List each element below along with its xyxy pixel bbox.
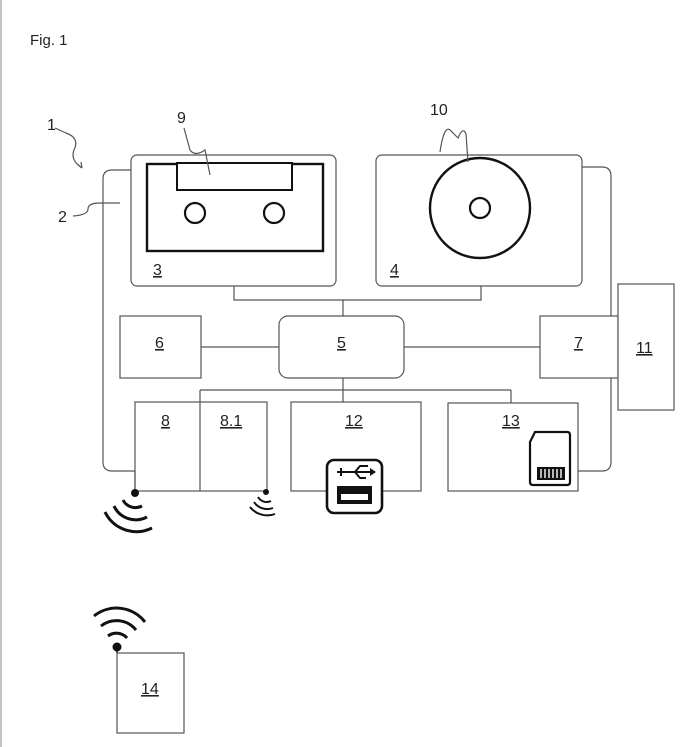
leader-line-2 [72, 202, 120, 217]
ref-label-9: 9 [177, 110, 186, 127]
sd-card-icon [528, 430, 572, 487]
cassette-icon [145, 162, 325, 253]
box-label-4: 4 [390, 262, 399, 279]
box-label-12: 12 [345, 413, 363, 430]
figure-title: Fig. 1 [30, 32, 68, 49]
box-label-14: 14 [141, 681, 159, 698]
bus-lines-bottom [199, 378, 512, 403]
box-label-6: 6 [155, 335, 164, 352]
arrow-head-1 [76, 161, 83, 169]
ref-label-2: 2 [58, 209, 67, 226]
box-label-5: 5 [337, 335, 346, 352]
leader-line-1 [54, 127, 83, 169]
box-6 [119, 315, 202, 379]
ref-label-1: 1 [47, 117, 56, 134]
box-label-7: 7 [574, 335, 583, 352]
leader-line-10 [439, 128, 469, 163]
wireless-signal-icon-8-1 [249, 489, 276, 517]
wireless-signal-icon-14 [93, 606, 147, 653]
box-label-11: 11 [636, 340, 653, 357]
box-14-remote-device [116, 652, 185, 734]
box-4-disc-drive [375, 154, 583, 287]
box-8-wireless-module [134, 401, 268, 492]
box-11 [617, 283, 675, 411]
usb-icon [325, 458, 384, 515]
bus-lines-top [233, 286, 482, 317]
ref-label-10: 10 [430, 102, 448, 119]
disc-icon [428, 156, 532, 260]
box-label-8-1: 8.1 [220, 413, 242, 430]
box-label-3: 3 [153, 262, 162, 279]
box-label-13: 13 [502, 413, 520, 430]
wireless-signal-icon-8 [103, 471, 153, 534]
leader-line-9 [183, 127, 211, 176]
box-label-8: 8 [161, 413, 170, 430]
